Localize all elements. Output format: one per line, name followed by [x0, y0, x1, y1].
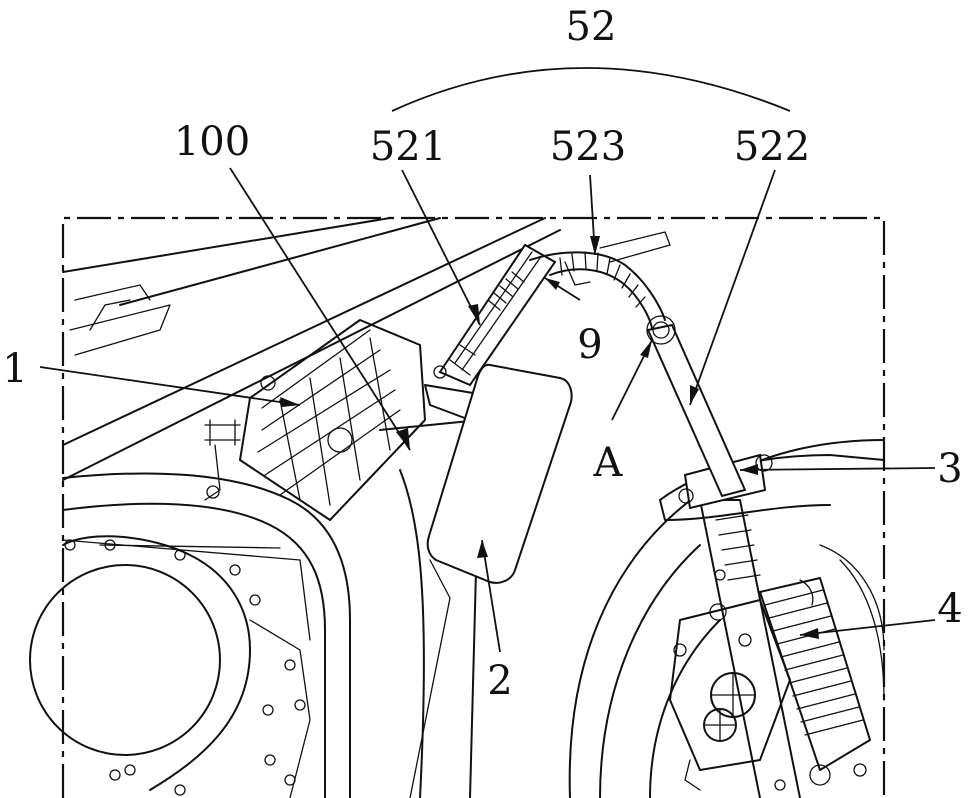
engine-case	[30, 536, 310, 798]
label-1: 1	[2, 346, 27, 392]
label-9: 9	[577, 322, 602, 368]
engine-cylinder	[205, 320, 425, 520]
label-4: 4	[937, 586, 962, 632]
label-2: 2	[487, 658, 512, 704]
label-52: 52	[566, 4, 617, 50]
crash-bar	[63, 420, 480, 798]
label-523: 523	[550, 124, 626, 170]
label-521: 521	[370, 124, 446, 170]
label-3: 3	[937, 446, 962, 492]
label-522: 522	[734, 124, 810, 170]
label-A: A	[593, 440, 624, 486]
label-100: 100	[174, 119, 250, 165]
box-component	[428, 365, 572, 583]
front-fork	[700, 500, 870, 798]
bracket-52-arc	[392, 68, 790, 111]
